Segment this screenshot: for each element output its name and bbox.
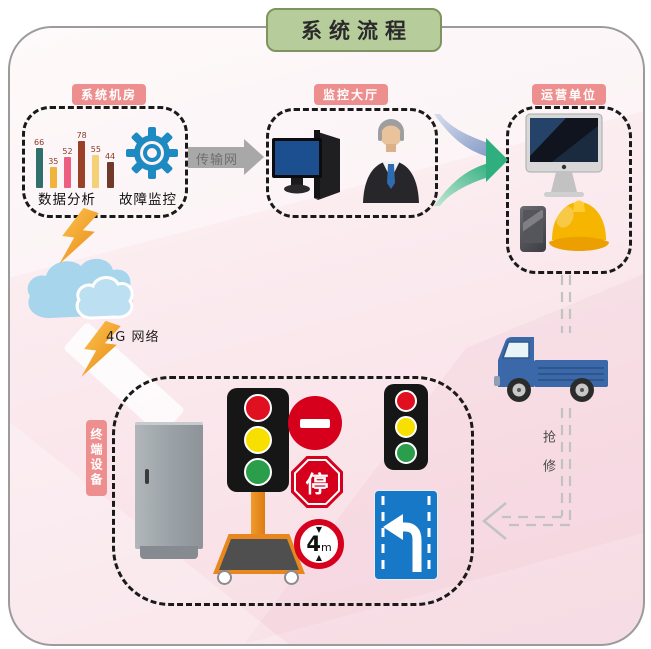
terminal-box xyxy=(112,376,474,606)
bar-item: 55 xyxy=(91,145,101,188)
bar-item: 44 xyxy=(105,152,115,188)
bar-item: 78 xyxy=(77,131,87,188)
yellow-lamp xyxy=(244,426,272,454)
desktop-computer-icon xyxy=(272,130,340,200)
base-wheel xyxy=(217,570,232,585)
red-lamp xyxy=(395,390,417,412)
chevron-up-icon: ▲ xyxy=(315,553,323,562)
no-entry-bar xyxy=(300,418,330,428)
network-4g-label: 4G 网络 xyxy=(106,330,160,345)
green-lamp xyxy=(244,458,272,486)
bar-value-label: 78 xyxy=(76,131,87,140)
bar xyxy=(78,141,86,188)
stop-sign-face: 停 xyxy=(296,461,338,503)
yellow-lamp xyxy=(395,416,417,438)
caption-fault-monitor: 故障监控 xyxy=(119,192,177,208)
chevron-down-icon: ▼ xyxy=(315,525,323,534)
phone-screen xyxy=(523,210,543,243)
arrow-body xyxy=(188,147,244,168)
no-entry-sign-icon xyxy=(288,396,342,450)
operator-box xyxy=(506,106,632,274)
repair-label: 抢修 xyxy=(540,430,555,488)
cloud-icon xyxy=(27,258,134,320)
imac-icon xyxy=(525,113,603,197)
bar xyxy=(49,167,57,188)
height-value: 4 xyxy=(306,532,321,556)
phone-icon xyxy=(520,206,546,252)
bar-value-label: 52 xyxy=(62,147,73,156)
stop-sign-icon: 停 xyxy=(291,456,343,508)
lightning-icon xyxy=(59,207,99,265)
label-terminal: 终端设备 xyxy=(86,420,107,496)
traffic-light-pole xyxy=(251,492,265,538)
traffic-light-icon xyxy=(384,384,428,470)
bar-item: 35 xyxy=(48,157,58,188)
gear-icon xyxy=(126,127,178,179)
businessman-icon xyxy=(363,119,419,203)
base-wheel xyxy=(284,570,299,585)
bar xyxy=(35,148,43,188)
truck-icon xyxy=(494,337,608,402)
caption-data-analysis: 数据分析 xyxy=(38,192,96,208)
turn-left-lane-sign-icon xyxy=(374,490,438,580)
traffic-light-icon xyxy=(227,388,289,492)
transmission-arrow: 传输网 xyxy=(188,138,266,176)
arrow-head xyxy=(244,139,264,175)
bar-item: 66 xyxy=(34,138,44,188)
label-operator: 运营单位 xyxy=(532,84,607,105)
lightning-icon xyxy=(81,320,121,378)
transmission-label: 传输网 xyxy=(195,153,238,168)
server-room-box xyxy=(22,106,188,218)
bar-value-label: 55 xyxy=(90,145,101,154)
hardhat-icon xyxy=(549,200,609,251)
traffic-light-base-top xyxy=(219,539,299,570)
bar xyxy=(106,162,114,188)
stop-sign-ring: 停 xyxy=(294,459,340,505)
label-monitor-hall: 监控大厅 xyxy=(314,84,389,105)
cabinet-base xyxy=(140,546,198,559)
bar-value-label: 44 xyxy=(104,152,116,161)
bar xyxy=(92,155,100,188)
bar-value-label: 35 xyxy=(48,157,59,166)
monitor-hall-box xyxy=(266,108,438,218)
bar xyxy=(63,157,71,188)
label-server-room: 系统机房 xyxy=(72,84,147,105)
green-lamp xyxy=(395,442,417,464)
red-lamp xyxy=(244,394,272,422)
page-title: 系统流程 xyxy=(266,8,442,52)
control-cabinet-icon xyxy=(135,422,203,549)
height-unit: m xyxy=(320,540,332,554)
cabinet-handle xyxy=(145,469,149,484)
swoosh-arrow-icon xyxy=(434,114,508,206)
bar-value-label: 66 xyxy=(34,138,45,147)
bar-item: 52 xyxy=(62,147,73,188)
